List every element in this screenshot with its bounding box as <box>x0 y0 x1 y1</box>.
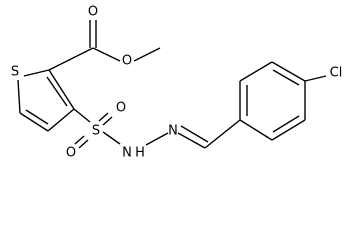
bond-ester-o-methyl <box>133 47 161 62</box>
ring-bond-1 <box>239 119 273 141</box>
bond-nh-n <box>145 132 169 146</box>
atom-label-sulfonyl-oxygen-left: O <box>66 146 76 161</box>
atom-labels: S O O O S O N H N Cl <box>11 5 342 161</box>
bond-s-o-left <box>78 139 89 149</box>
atom-label-ring-sulfur: S <box>11 65 19 80</box>
chemical-structure: S O O O S O N H N Cl <box>11 5 342 161</box>
atom-label-chlorine: Cl <box>330 66 343 81</box>
ring-bond-4-inner <box>272 69 300 86</box>
bond-s1-c2 <box>23 69 50 77</box>
bond-s1-c5 <box>17 79 21 114</box>
bond-c5-c4 <box>19 112 49 132</box>
atom-label-ester-oxygen: O <box>122 54 132 69</box>
bond-c3-c2-double <box>46 76 68 107</box>
bond-ch-ring <box>204 119 241 149</box>
ring-bond-2 <box>271 119 306 141</box>
atom-label-amine-hydrogen: H <box>135 146 145 161</box>
bond-s-o-left-double <box>74 135 85 145</box>
bond-ring-cl <box>304 75 327 82</box>
bond-n-ch-double <box>180 125 209 143</box>
atom-label-amine-nitrogen: N <box>122 146 132 161</box>
bond-c5-c4-double <box>25 109 49 125</box>
bond-c3-c2 <box>48 69 75 110</box>
atom-label-sulfonyl-oxygen-right: O <box>116 101 126 116</box>
bond-c4-c3 <box>47 108 75 132</box>
atom-label-carbonyl-oxygen: O <box>88 5 98 20</box>
methyl-ester-group <box>48 20 161 71</box>
sulfonyl-hydrazone-group <box>73 108 241 149</box>
ring-bond-4 <box>271 61 306 82</box>
bond-n-ch <box>177 132 206 149</box>
atom-label-sulfonyl-sulfur: S <box>92 124 100 139</box>
bond-c3-sulfonyl-s <box>73 108 91 123</box>
ring-bond-5 <box>239 61 273 82</box>
bond-s-o-right <box>98 112 109 122</box>
ring-bond-2-inner <box>272 115 300 133</box>
bond-s-o-right-double <box>102 116 113 126</box>
bond-carbonyl-ester-o <box>92 47 121 62</box>
chlorophenyl-ring <box>239 61 327 141</box>
thiophene-ring <box>17 69 75 132</box>
bond-s-nh <box>102 131 121 145</box>
atom-label-imine-nitrogen: N <box>168 124 178 139</box>
bond-c2-carbonyl <box>48 47 94 71</box>
